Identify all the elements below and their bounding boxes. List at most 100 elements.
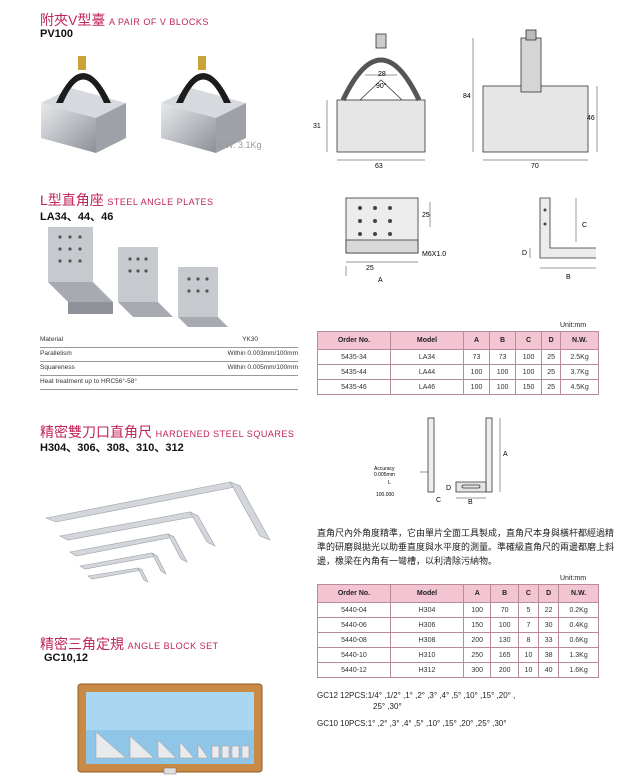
dim-31: 31 bbox=[313, 123, 321, 130]
table-cell: H310 bbox=[390, 647, 464, 663]
table-cell: 0.2Kg bbox=[558, 602, 599, 618]
angleblock-title-en: ANGLE BLOCK SET bbox=[127, 641, 219, 651]
col-header: B bbox=[490, 584, 519, 603]
dim-28: 28 bbox=[378, 71, 386, 78]
table-cell: 22 bbox=[538, 602, 560, 618]
table-cell: 4.5Kg bbox=[560, 379, 599, 395]
gc12-line-2: 25° ,30° bbox=[373, 702, 402, 711]
prop-row: Squareness Within 0.005mm/100mm bbox=[40, 362, 298, 376]
table-cell: 5440-04 bbox=[317, 602, 391, 618]
vblock-weight: N.W. 3.1Kg bbox=[216, 140, 262, 150]
table-header-row: Order No. Model A B C D N.W. bbox=[317, 584, 599, 603]
table-cell: 5435-46 bbox=[317, 379, 391, 395]
table-cell: 150 bbox=[462, 617, 492, 633]
table-cell: 1.3Kg bbox=[558, 647, 599, 663]
table-cell: 100 bbox=[462, 602, 492, 618]
gc12-line-1: GC12 12PCS:1/4° ,1/2° ,1° ,2° ,3° ,4° ,5… bbox=[317, 691, 516, 700]
table-cell: 25 bbox=[541, 379, 562, 395]
angleblock-model: GC10,12 bbox=[44, 652, 89, 664]
angleplate-title-en: STEEL ANGLE PLATES bbox=[107, 197, 214, 207]
vblock-drawing: 28 90° 31 63 84 70 46 bbox=[313, 29, 598, 168]
table-cell: 100 bbox=[515, 364, 543, 380]
prop-row: Heat treatment up to HRC56°-58° bbox=[40, 376, 298, 390]
dim-25a: 25 bbox=[422, 212, 430, 219]
vblock-title-zh: 附夾V型臺 bbox=[40, 12, 106, 28]
table-cell: 33 bbox=[538, 632, 560, 648]
dim-70: 70 bbox=[531, 163, 539, 168]
square-drawing: Accuracy 0.005mm L 100.000 A B C D bbox=[374, 417, 508, 504]
dim-thread: M6X1.0 bbox=[422, 251, 446, 258]
table-cell: 25 bbox=[541, 364, 562, 380]
table-cell: H312 bbox=[390, 662, 464, 678]
table-cell: H308 bbox=[390, 632, 464, 648]
angleplate-unit: Unit:mm bbox=[560, 322, 587, 329]
table-cell: 30 bbox=[538, 617, 560, 633]
table-cell: 40 bbox=[538, 662, 560, 678]
square-photo bbox=[44, 481, 271, 583]
dim-A: A bbox=[378, 277, 383, 284]
table-cell: 3.7Kg bbox=[560, 364, 599, 380]
table-cell: 165 bbox=[490, 647, 519, 663]
dim-C: C bbox=[582, 222, 587, 229]
square-unit: Unit:mm bbox=[560, 575, 587, 582]
dim-length: 100.000 bbox=[376, 492, 394, 498]
col-header: N.W. bbox=[558, 584, 599, 603]
col-header: A bbox=[462, 584, 492, 603]
prop-value: Within 0.003mm/100mm bbox=[227, 350, 298, 357]
col-header: D bbox=[538, 584, 560, 603]
table-cell: 25 bbox=[541, 349, 562, 365]
prop-value: Within 0.005mm/100mm bbox=[227, 364, 298, 371]
square-title: 精密雙刀口直角尺 HARDENED STEEL SQUARES bbox=[40, 422, 294, 442]
dim-90: 90° bbox=[376, 82, 387, 90]
prop-label: Parallelism bbox=[40, 350, 72, 357]
col-header: Model bbox=[390, 331, 464, 350]
dim-accuracy: Accuracy bbox=[374, 466, 395, 472]
table-cell: 8 bbox=[517, 632, 540, 648]
angleblock-title-zh: 精密三角定規 bbox=[40, 636, 124, 652]
dim-63: 63 bbox=[375, 163, 383, 168]
angleplate-props: Material YK30 Parallelism Within 0.003mm… bbox=[40, 334, 298, 394]
table-cell: 1.6Kg bbox=[558, 662, 599, 678]
angleplate-title: L型直角座 STEEL ANGLE PLATES bbox=[40, 190, 213, 210]
table-cell: 7 bbox=[517, 617, 540, 633]
table-cell: 100 bbox=[489, 379, 517, 395]
table-cell: 200 bbox=[490, 662, 519, 678]
table-cell: 5440-12 bbox=[317, 662, 391, 678]
table-cell: LA44 bbox=[390, 364, 464, 380]
vblock-model: PV100 bbox=[40, 28, 74, 40]
square-title-zh: 精密雙刀口直角尺 bbox=[40, 424, 152, 440]
dim-C: C bbox=[436, 497, 441, 504]
angleplate-drawing: 25 25 M6X1.0 A B C D bbox=[345, 197, 596, 284]
dim-25b: 25 bbox=[366, 265, 374, 272]
square-description: 直角尺內外角度精準，它由單片全面工具製成，直角尺本身與橫杆都經過精準的研磨與拋光… bbox=[317, 528, 615, 566]
col-header: C bbox=[517, 584, 540, 603]
table-cell: 150 bbox=[515, 379, 543, 395]
angleblock-title: 精密三角定規 ANGLE BLOCK SET bbox=[40, 634, 219, 654]
table-cell: 70 bbox=[490, 602, 519, 618]
table-cell: 2.5Kg bbox=[560, 349, 599, 365]
table-cell: 5 bbox=[517, 602, 540, 618]
table-cell: 5435-44 bbox=[317, 364, 391, 380]
prop-label: Squareness bbox=[40, 364, 75, 371]
col-header: D bbox=[541, 331, 562, 350]
table-header-row: Order No. Model A B C D N.W. bbox=[317, 331, 599, 350]
table-cell: LA34 bbox=[390, 349, 464, 365]
col-header: A bbox=[462, 331, 491, 350]
table-cell: H306 bbox=[390, 617, 464, 633]
vblock-title-en: A PAIR OF V BLOCKS bbox=[108, 17, 209, 27]
dim-D: D bbox=[446, 485, 451, 492]
table-cell: 250 bbox=[462, 647, 492, 663]
prop-label: Material bbox=[40, 336, 64, 343]
angleplate-model: LA34、44、46 bbox=[40, 211, 114, 223]
table-cell: 100 bbox=[515, 349, 543, 365]
gc12-list: GC12 12PCS:1/4° ,1/2° ,1° ,2° ,3° ,4° ,5… bbox=[317, 690, 515, 712]
angleblock-photo bbox=[77, 683, 263, 775]
table-cell: 10 bbox=[517, 647, 540, 663]
dim-L: L bbox=[388, 480, 391, 486]
